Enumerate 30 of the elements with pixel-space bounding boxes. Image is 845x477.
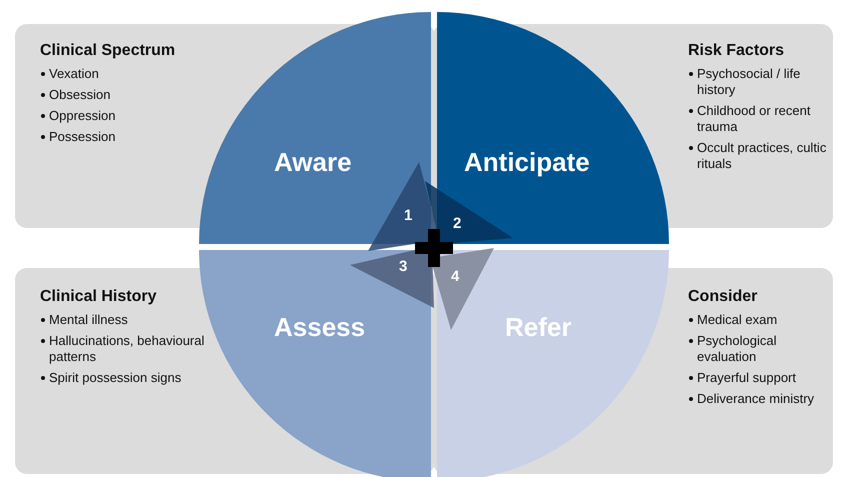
quadrant-segment (199, 12, 431, 244)
panel-heading: Clinical History (40, 288, 156, 306)
bullet-item: Childhood or recent trauma (697, 103, 812, 135)
bullet-item: Psychosocial / life history (697, 66, 802, 98)
bullet-item: Prayerful support (697, 370, 797, 386)
bullet-item: Spirit possession signs (49, 370, 182, 386)
quadrant-label: Assess (274, 312, 366, 343)
step-triangle (425, 181, 513, 244)
quadrant-segment (437, 12, 669, 244)
bullet-item: Deliverance ministry (697, 391, 816, 407)
quadrant-label: Anticipate (464, 147, 590, 178)
step-triangle (430, 248, 494, 330)
quadrant-segment (437, 250, 669, 477)
bullet-item: Vexation (49, 66, 100, 82)
step-number: 3 (399, 258, 408, 275)
step-number: 2 (453, 215, 462, 232)
bullet-item: Medical exam (697, 312, 778, 328)
bullet-item: Obsession (49, 87, 112, 103)
panel-heading: Risk Factors (688, 42, 784, 60)
panel-heading: Consider (688, 288, 758, 306)
bullet-item: Psychological evaluation (697, 333, 778, 365)
quadrant-label: Aware (274, 147, 352, 178)
step-number: 1 (404, 207, 412, 224)
bullet-item: Oppression (49, 108, 116, 124)
step-number: 4 (451, 268, 460, 285)
bullet-item: Occult practices, cultic rituals (697, 140, 828, 172)
panel-heading: Clinical Spectrum (40, 42, 176, 60)
bullet-item: Mental illness (49, 312, 129, 328)
bullet-item: Possession (49, 129, 116, 145)
bullet-item: Hallucinations, behavioural patterns (49, 333, 206, 365)
